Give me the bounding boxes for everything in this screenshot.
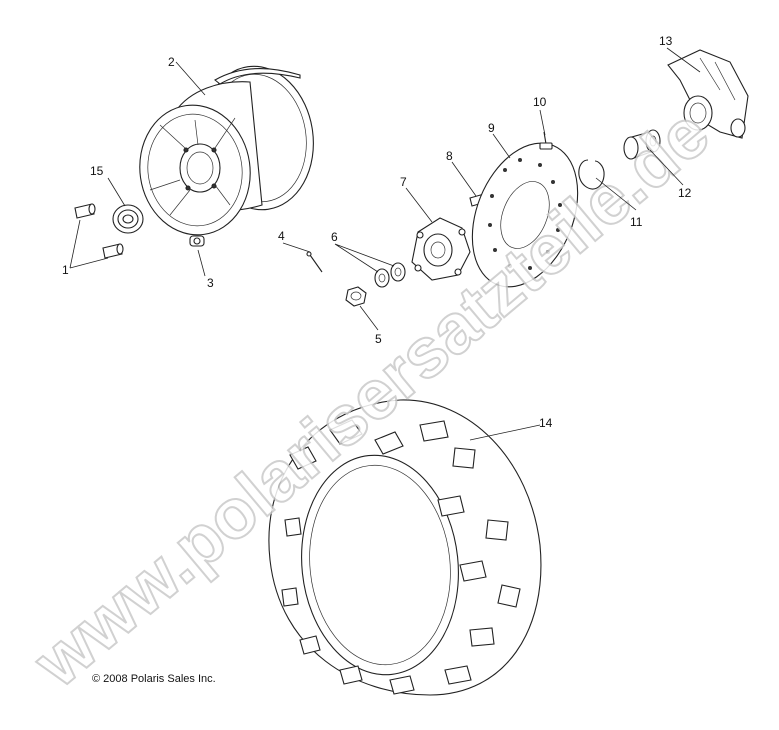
callout-2: 2 (168, 55, 175, 69)
callout-3: 3 (207, 276, 214, 290)
valve-stem (189, 235, 205, 247)
callout-11: 11 (630, 215, 643, 229)
callout-12: 12 (678, 186, 692, 200)
wheel-bearing (112, 204, 144, 234)
brake-bolt (539, 131, 553, 150)
callout-1: 1 (62, 263, 69, 277)
callout-7: 7 (400, 175, 407, 189)
callout-9: 9 (488, 121, 495, 135)
hub-bearing (623, 129, 661, 160)
callout-8: 8 (446, 149, 453, 163)
wheel-hub (411, 217, 471, 281)
callout-13: 13 (659, 34, 673, 48)
callout-10: 10 (533, 95, 547, 109)
callout-4: 4 (278, 229, 285, 243)
callouts: 1 2 3 4 5 6 7 8 9 10 11 12 13 14 15 (62, 34, 692, 430)
washers (374, 262, 406, 288)
disc-holes (488, 158, 562, 270)
callout-6: 6 (331, 230, 338, 244)
callout-5: 5 (375, 332, 382, 346)
tire (268, 399, 542, 696)
wheel-rim (139, 65, 314, 236)
tire-tread-lugs (281, 419, 521, 695)
steering-knuckle (667, 49, 749, 139)
cotter-pin (306, 251, 323, 273)
callout-15: 15 (90, 164, 104, 178)
brake-disc (471, 142, 579, 288)
callout-14: 14 (539, 416, 553, 430)
leader-lines (69, 47, 701, 441)
snap-ring (578, 159, 605, 190)
castle-nut (345, 286, 367, 307)
spacer-sleeves (74, 203, 124, 259)
copyright-notice: © 2008 Polaris Sales Inc. (92, 673, 216, 685)
